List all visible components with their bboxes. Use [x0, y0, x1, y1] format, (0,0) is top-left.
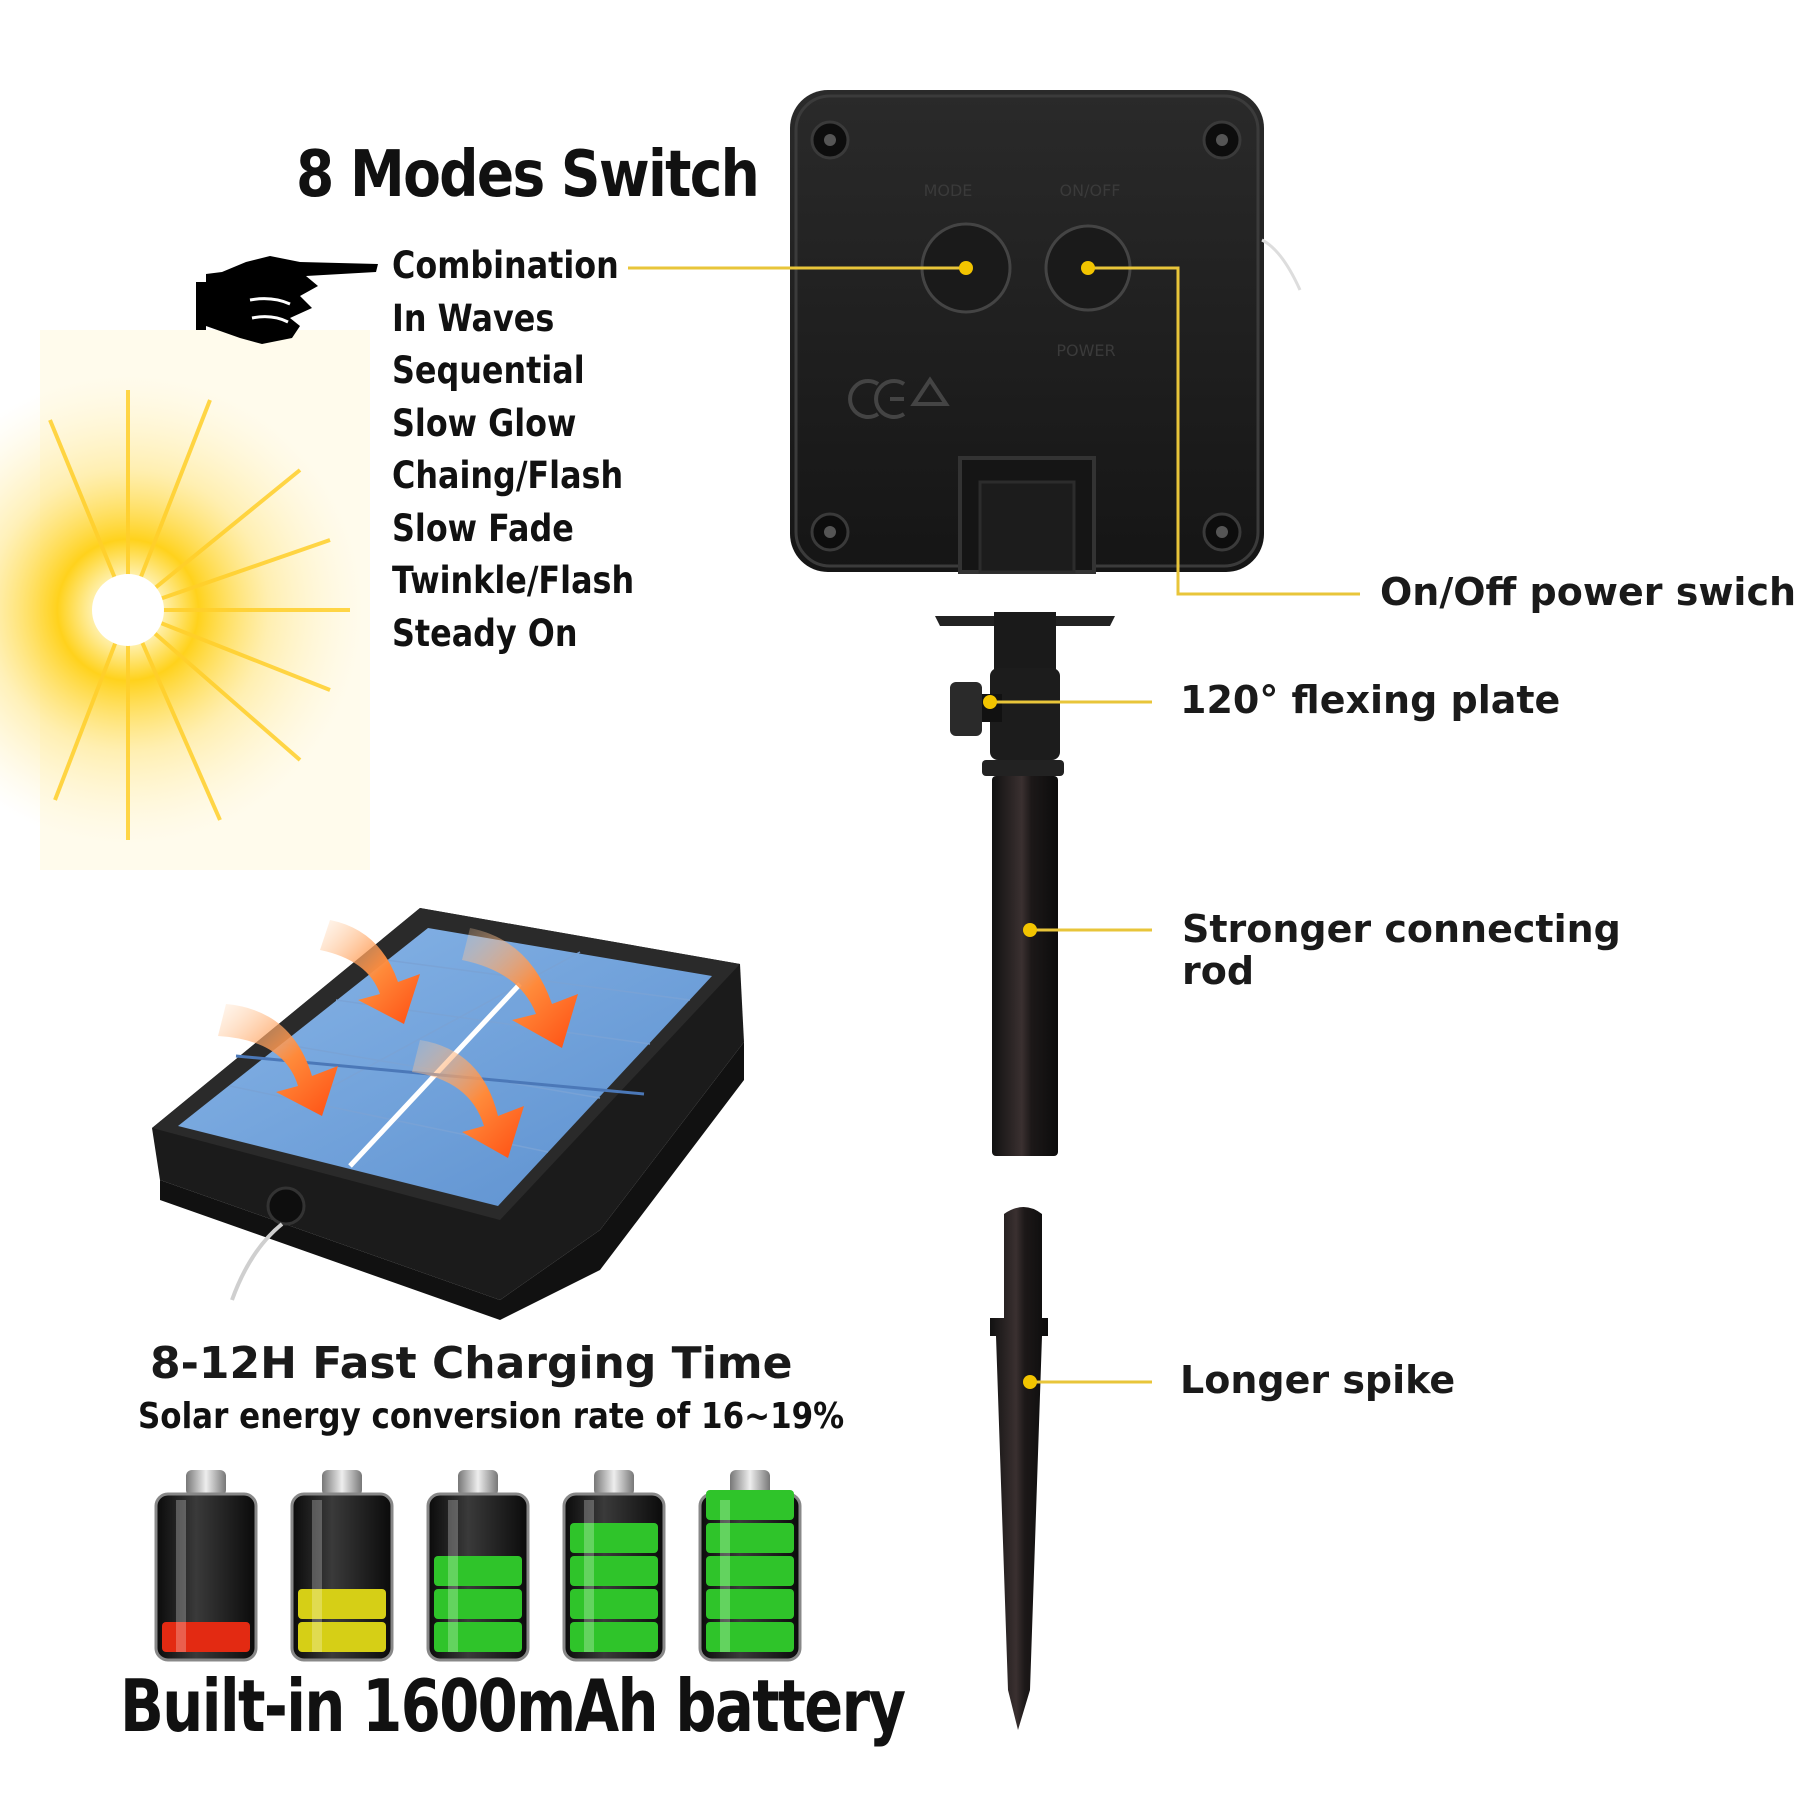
battery-bar	[706, 1490, 794, 1520]
battery-bar	[570, 1523, 658, 1553]
power-label: POWER	[1056, 341, 1115, 360]
mounting-stake	[935, 612, 1115, 1730]
conversion-rate: Solar energy conversion rate of 16~19%	[138, 1396, 845, 1437]
mode-item: Chaing/Flash	[392, 454, 624, 497]
battery-bar	[434, 1622, 522, 1652]
ce-mark-icon	[848, 379, 906, 419]
battery-bar	[298, 1589, 386, 1619]
battery-bar	[706, 1523, 794, 1553]
pointing-hand-icon	[196, 256, 378, 344]
mode-item: Twinkle/Flash	[392, 559, 635, 602]
battery-bar	[162, 1622, 250, 1652]
battery-icon	[562, 1470, 666, 1662]
battery-bar	[434, 1589, 522, 1619]
connecting-rod-callout: Stronger connecting rod	[1182, 907, 1621, 993]
battery-bar	[570, 1589, 658, 1619]
battery-bar	[570, 1556, 658, 1586]
battery-bar	[706, 1622, 794, 1652]
onoff-button-label: ON/OFF	[1060, 181, 1121, 200]
control-box: MODE ON/OFF POWER	[790, 90, 1302, 574]
battery-icon	[154, 1470, 258, 1662]
battery-bar	[298, 1622, 386, 1652]
spike-callout: Longer spike	[1180, 1358, 1456, 1402]
battery-bar	[434, 1556, 522, 1586]
mode-item: Sequential	[392, 349, 585, 392]
battery-icon	[290, 1470, 394, 1662]
battery-icon	[698, 1470, 802, 1662]
battery-bar	[706, 1589, 794, 1619]
leader-lines	[628, 266, 1360, 1384]
flexing-plate-callout: 120° flexing plate	[1180, 678, 1561, 722]
mode-button-label: MODE	[924, 181, 973, 200]
recycle-icon	[910, 376, 950, 406]
mode-item: Slow Fade	[392, 506, 574, 550]
mode-item: Steady On	[392, 611, 578, 655]
battery-bar	[706, 1556, 794, 1586]
power-switch-callout: On/Off power swich	[1380, 570, 1797, 614]
sun-icon	[0, 330, 370, 870]
battery-levels	[154, 1470, 802, 1662]
heat-arrows-icon	[218, 920, 578, 1158]
modes-title: 8 Modes Switch	[296, 138, 760, 212]
battery-bar	[570, 1622, 658, 1652]
mode-item: In Waves	[392, 296, 555, 340]
mode-item: Combination	[392, 244, 619, 287]
mode-item: Slow Glow	[392, 401, 577, 445]
modes-list: Combination In Waves Sequential Slow Glo…	[392, 240, 674, 660]
charging-time: 8-12H Fast Charging Time	[150, 1338, 793, 1389]
battery-icon	[426, 1470, 530, 1662]
solar-panel	[152, 908, 744, 1320]
leader-dots	[959, 261, 1095, 1389]
battery-capacity: Built-in 1600mAh battery	[120, 1664, 906, 1748]
